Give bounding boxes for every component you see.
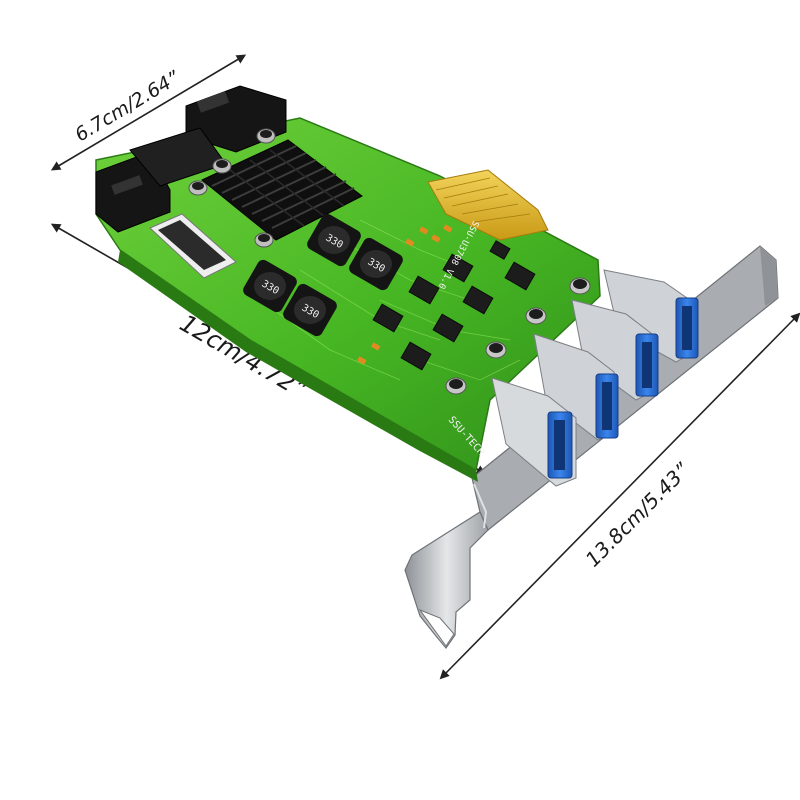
usb-port [533,333,619,441]
heatsink [201,139,363,241]
smd-components [357,224,453,365]
height-label: 13.8cm/5.43” [581,457,695,571]
inductors: 330 330 330 330 [243,213,403,337]
capacitors [188,128,591,395]
pcie-gold-finger [427,169,549,241]
ic-chips [372,240,536,371]
sata-power-connector [149,213,237,279]
usb-ports [491,269,699,487]
width-label: 6.7cm/2.64” [71,67,183,147]
width-dimension-line [50,54,247,171]
usb-port [491,377,577,487]
usb-port [571,299,659,401]
inductor: 330 [283,283,337,337]
inductor: 330 [349,237,403,291]
internal-usb-headers [95,85,287,233]
inductor: 330 [307,213,361,267]
inductor: 330 [243,259,297,313]
height-dimension-line [439,312,800,680]
